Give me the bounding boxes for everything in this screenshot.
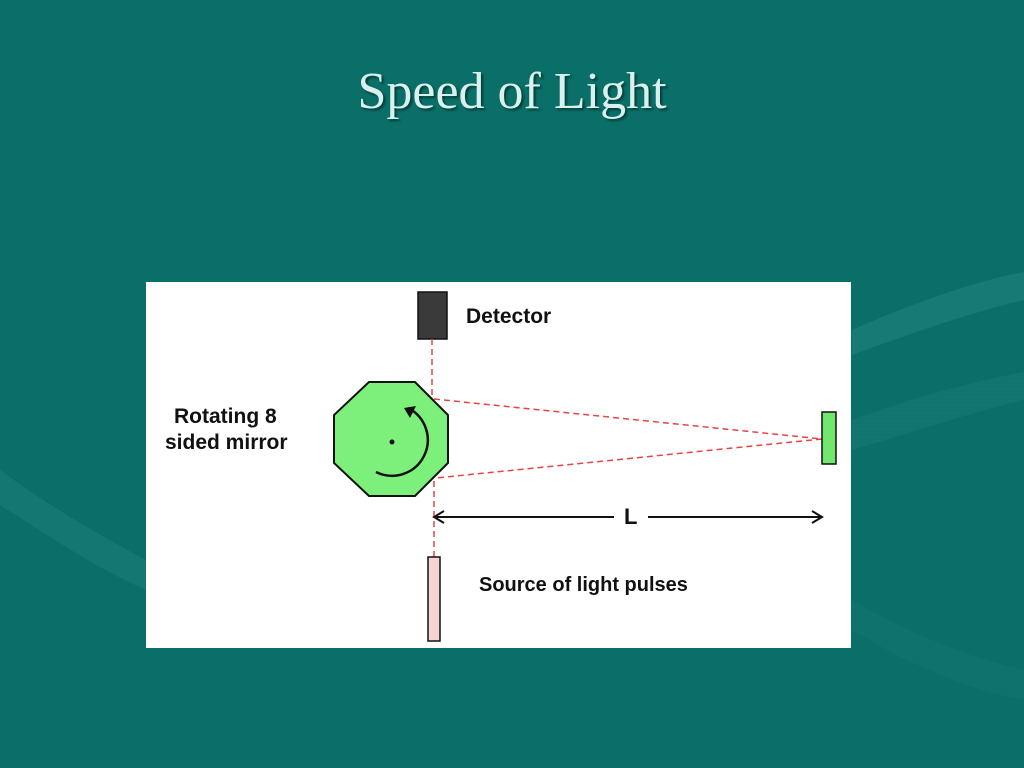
diagram-drawing [333, 291, 837, 642]
beam-outgoing [433, 398, 823, 440]
far-mirror [821, 411, 837, 465]
arrowhead-left [432, 510, 445, 524]
mirror-center-dot [389, 439, 395, 445]
mirror-label-line1: Rotating 8 [174, 405, 277, 428]
detector-label: Detector [466, 305, 552, 328]
light-source [427, 556, 441, 642]
mirror-label-line2: sided mirror [165, 431, 288, 454]
speed-of-light-diagram: Detector Rotating 8 sided mirror L Sourc… [146, 282, 851, 648]
beam-returning [435, 438, 823, 479]
rotation-arrow-icon [375, 406, 430, 477]
detector-block [417, 291, 448, 340]
rotation-arrowhead [404, 406, 416, 418]
distance-label: L [624, 504, 638, 529]
rotating-mirror [333, 381, 449, 497]
arrowhead-right [811, 510, 824, 524]
source-label: Source of light pulses [479, 574, 688, 596]
slide-title: Speed of Light [357, 63, 667, 120]
